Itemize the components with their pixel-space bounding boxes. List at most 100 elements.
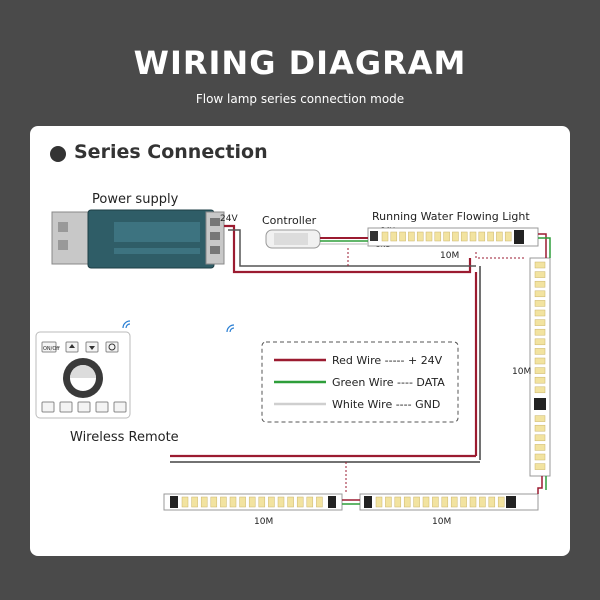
led-chip — [534, 338, 546, 346]
led-chip — [181, 496, 189, 508]
led-chip — [487, 231, 494, 242]
voltage-label: 24V — [220, 214, 238, 224]
led-chip — [287, 496, 294, 508]
led-chip — [296, 496, 304, 508]
led-chip — [258, 496, 266, 508]
mode-button-2 — [59, 401, 73, 413]
controller-label: Controller — [262, 214, 317, 227]
controller — [265, 229, 321, 249]
power-supply-label: Power supply — [92, 192, 179, 207]
led-chip — [413, 496, 420, 508]
led-chip — [534, 348, 546, 355]
led-chip — [534, 328, 546, 336]
led-chip — [434, 231, 442, 242]
led-chip — [534, 367, 546, 374]
led-chip — [469, 496, 477, 508]
led-chip — [534, 309, 546, 317]
led-chip — [534, 319, 546, 326]
led-chip — [191, 496, 198, 508]
arrow-down-icon — [89, 346, 95, 350]
led-chip — [534, 271, 546, 278]
led-chip — [534, 357, 546, 365]
diagram-panel: Series Connection Power supply 24V Contr… — [30, 126, 570, 556]
led-chip — [460, 496, 467, 508]
mode-button-3 — [77, 401, 91, 413]
led-chip — [488, 496, 496, 508]
wires — [170, 224, 551, 505]
led-chip — [534, 280, 546, 288]
led-chip — [432, 496, 439, 508]
section-bullet — [50, 146, 66, 162]
page-subtitle: Flow lamp series connection mode — [195, 92, 405, 106]
mode-button-4 — [95, 401, 109, 413]
led-chip — [399, 231, 406, 242]
led-chip — [268, 496, 275, 508]
section-title: Series Connection — [74, 141, 268, 163]
length-bottom-center-label: 10M — [432, 517, 451, 527]
led-chip — [375, 496, 383, 508]
mode-button-1 — [41, 401, 55, 413]
led-chip — [504, 231, 512, 242]
remote-onoff-label: ON/Off — [43, 346, 60, 352]
led-chip — [469, 231, 477, 242]
led-chip — [306, 496, 314, 508]
wiring-diagram: Power supply 24V Controller Running Wate… — [35, 192, 551, 527]
arrow-up-icon — [69, 344, 75, 348]
wireless-remote: ON/Off — [35, 331, 131, 419]
led-chip — [390, 231, 398, 242]
led-chip — [248, 496, 256, 508]
led-chip — [277, 496, 285, 508]
legend-red-label: Red Wire ----- + 24V — [332, 354, 443, 367]
power-icon — [108, 343, 116, 351]
led-chip — [229, 496, 237, 508]
led-chip — [479, 496, 486, 508]
led-chip — [425, 231, 433, 242]
led-chip — [534, 434, 546, 442]
length-top-label: 10M — [440, 251, 459, 261]
led-chip — [220, 496, 227, 508]
led-chip — [441, 496, 449, 508]
led-chip — [385, 496, 392, 508]
power-button — [105, 341, 119, 353]
led-chip — [316, 496, 323, 508]
led-chip — [534, 444, 546, 451]
led-chip — [478, 231, 486, 242]
led-chip — [452, 231, 459, 242]
wifi-signal-icon-left — [122, 320, 131, 329]
mode-button-5 — [113, 401, 127, 413]
led-chip — [210, 496, 218, 508]
led-chip — [422, 496, 430, 508]
led-chip — [403, 496, 411, 508]
page-title: WIRING DIAGRAM — [133, 44, 467, 82]
led-chip — [534, 453, 546, 461]
wireless-remote-label: Wireless Remote — [70, 430, 179, 445]
led-chip — [381, 231, 389, 242]
led-chip — [534, 290, 546, 298]
led-chip — [450, 496, 458, 508]
led-chip — [534, 300, 546, 307]
led-chip — [200, 496, 208, 508]
led-chip — [239, 496, 246, 508]
power-supply — [51, 209, 225, 269]
wifi-signal-icon-right — [226, 324, 235, 333]
led-chip — [534, 376, 546, 384]
strip-title: Running Water Flowing Light — [372, 210, 530, 223]
wire-legend: Red Wire ----- + 24V Green Wire ---- DAT… — [261, 341, 459, 423]
led-chip — [408, 231, 415, 242]
led-chip — [534, 424, 546, 432]
led-chip — [496, 231, 503, 242]
power-toggle-button — [41, 341, 57, 353]
led-chip — [394, 496, 402, 508]
led-chip — [534, 386, 546, 394]
length-right-label: 10M — [512, 367, 531, 377]
led-chip — [534, 261, 546, 269]
led-chip — [534, 463, 546, 470]
led-chip — [497, 496, 505, 508]
legend-white-label: White Wire ---- GND — [332, 398, 440, 411]
led-chip — [416, 231, 424, 242]
led-chip — [460, 231, 468, 242]
length-bottom-left-label: 10M — [254, 517, 273, 527]
led-chip — [443, 231, 450, 242]
led-chip — [534, 415, 546, 422]
legend-green-label: Green Wire ---- DATA — [332, 376, 445, 389]
